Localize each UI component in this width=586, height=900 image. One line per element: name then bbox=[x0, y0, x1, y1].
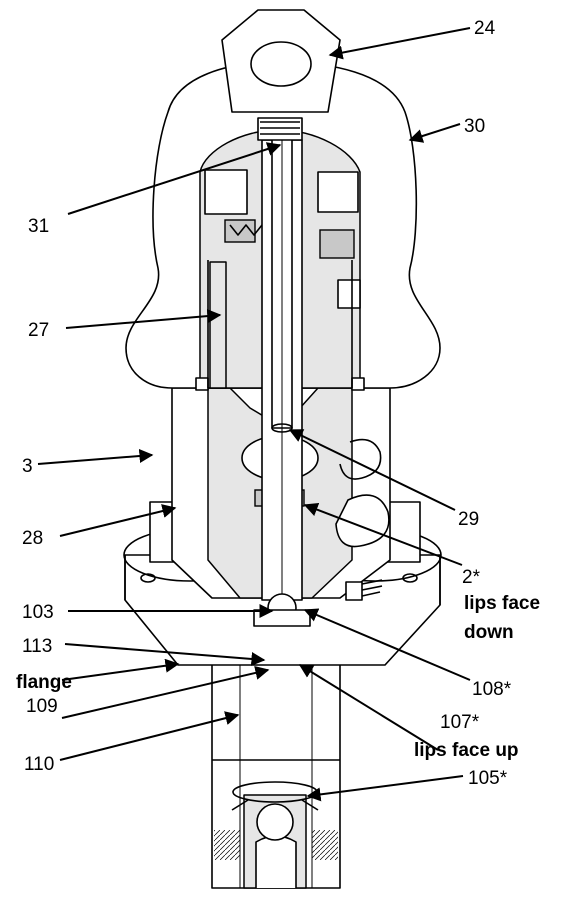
callout-31: 31 bbox=[28, 216, 49, 237]
callout-30: 30 bbox=[464, 116, 485, 137]
callout-105: 105* bbox=[468, 768, 508, 789]
callout-28: 28 bbox=[22, 528, 43, 549]
leader-lines bbox=[37, 27, 471, 802]
callout-24: 24 bbox=[474, 18, 496, 39]
callout-3: 3 bbox=[22, 456, 33, 477]
callout-109: 109 bbox=[26, 696, 58, 717]
callout-108: 108* bbox=[472, 679, 512, 700]
callout-2: 2* bbox=[462, 567, 481, 588]
callout-27: 27 bbox=[28, 320, 49, 341]
callout-2-note-line1: lips face bbox=[464, 593, 540, 614]
callout-labels: 24 30 31 27 3 29 28 2* lips face down 10… bbox=[16, 18, 540, 789]
callout-103: 103 bbox=[22, 602, 54, 623]
callout-113: 113 bbox=[22, 636, 52, 657]
callout-107: 107* bbox=[440, 712, 480, 733]
central-rod bbox=[253, 127, 311, 627]
flange-label: flange bbox=[16, 672, 72, 693]
callout-29: 29 bbox=[458, 509, 479, 530]
bolt bbox=[345, 579, 383, 601]
callout-107-note: lips face up bbox=[414, 740, 519, 761]
top-ring bbox=[221, 9, 341, 141]
callout-2-note-line2: down bbox=[464, 622, 514, 643]
callout-110: 110 bbox=[24, 754, 54, 775]
